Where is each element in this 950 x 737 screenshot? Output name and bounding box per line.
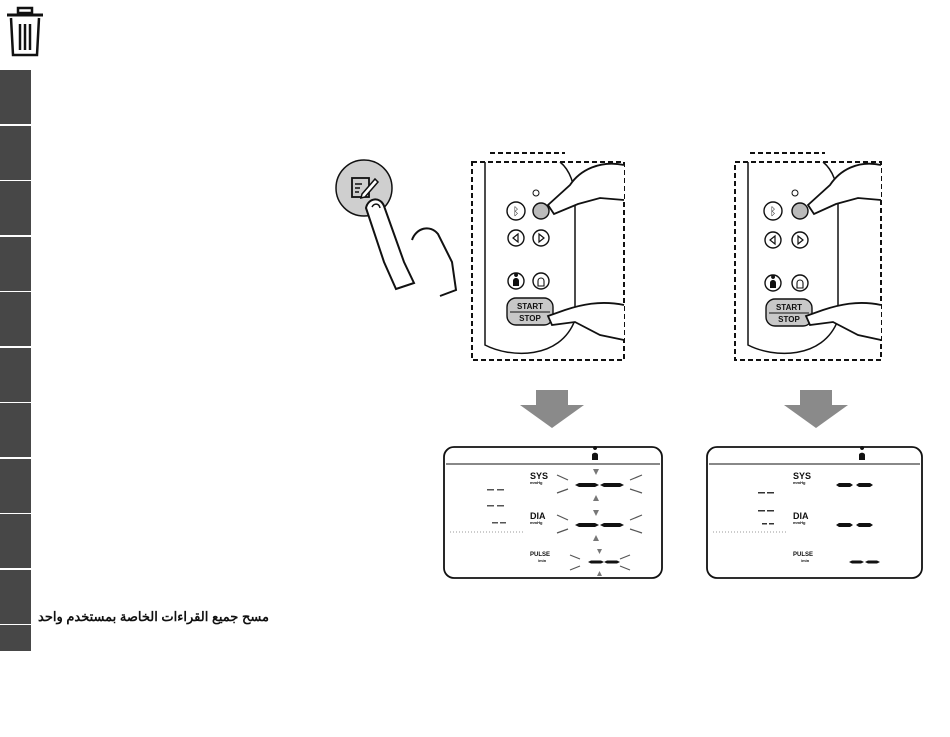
- user2-button: [533, 273, 549, 289]
- right-arrow-button: [792, 232, 808, 248]
- sys-unit: mmHg: [530, 480, 543, 485]
- edit-button-press: [336, 160, 456, 296]
- device-panel-right: ᛒ START STOP: [735, 153, 881, 360]
- stop-label: STOP: [778, 315, 800, 324]
- hand-bottom: [548, 303, 624, 340]
- hand-bottom: [806, 303, 881, 340]
- down-arrow-icon: [520, 390, 584, 428]
- bluetooth-icon: ᛒ: [513, 206, 520, 218]
- pulse-unit: /min: [538, 558, 547, 563]
- stop-label: STOP: [519, 314, 541, 323]
- hand-top: [548, 164, 624, 214]
- dia-unit: mmHg: [530, 520, 543, 525]
- edit-button: [533, 203, 549, 219]
- hand-top: [808, 164, 881, 214]
- clock-icon: [533, 190, 539, 196]
- clock-icon: [792, 190, 798, 196]
- right-arrow-button: [533, 230, 549, 246]
- dia-unit: mmHg: [793, 520, 806, 525]
- user2-button: [792, 275, 808, 291]
- start-label: START: [517, 302, 543, 311]
- display-left: SYS mmHg DIA mmHg PULSE /min: [444, 446, 662, 578]
- edit-button: [792, 203, 808, 219]
- start-label: START: [776, 303, 802, 312]
- pointing-hand: [366, 199, 456, 296]
- down-arrow-icon: [784, 390, 848, 428]
- pulse-unit: /min: [801, 558, 810, 563]
- display-right: SYS mmHg DIA mmHg PULSE /min: [707, 446, 922, 578]
- bluetooth-icon: ᛒ: [770, 206, 777, 218]
- device-panel-left: ᛒ START STOP: [472, 153, 624, 360]
- left-arrow-button: [508, 230, 524, 246]
- left-arrow-button: [765, 232, 781, 248]
- sys-unit: mmHg: [793, 480, 806, 485]
